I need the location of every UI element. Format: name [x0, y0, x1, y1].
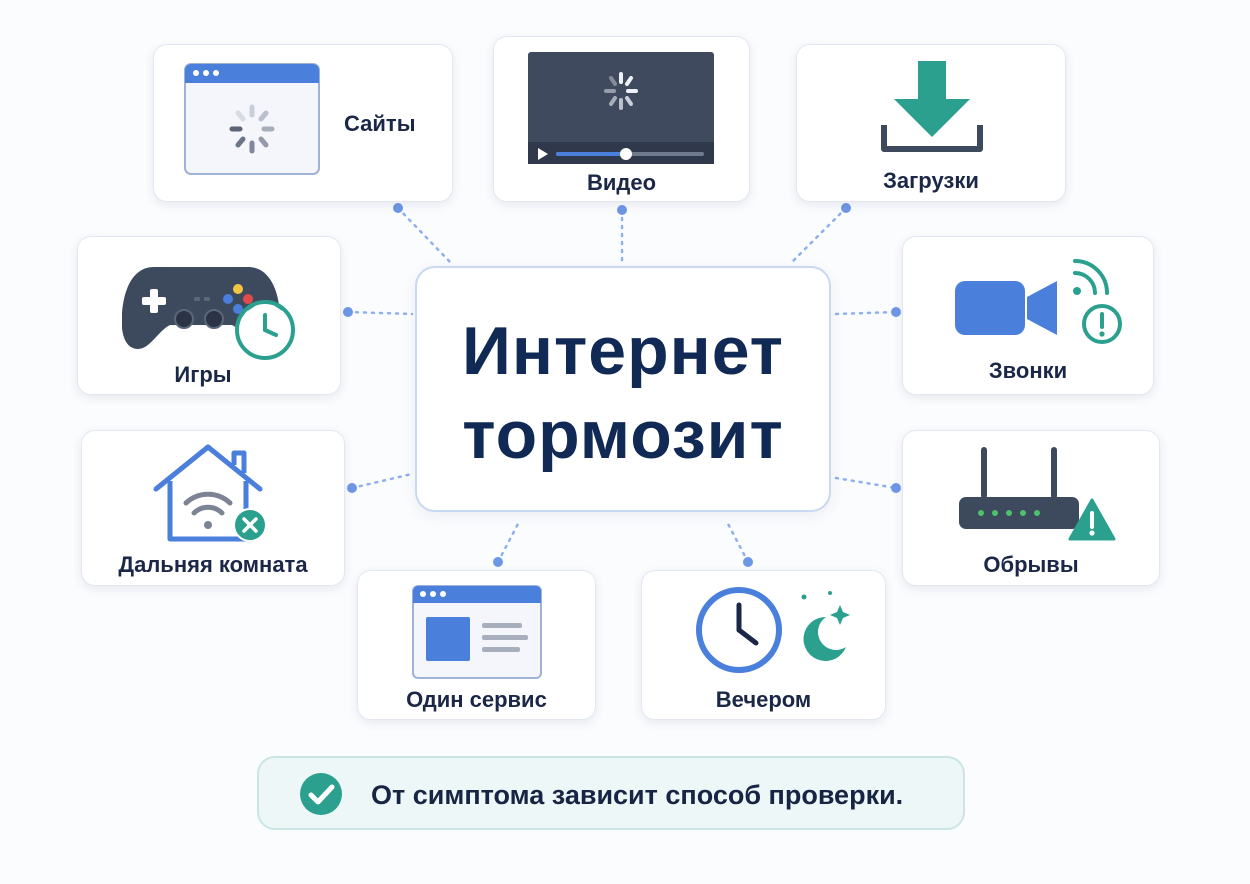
node-dropouts: Обрывы: [902, 430, 1160, 586]
center-title-line-2: тормозит: [462, 397, 784, 473]
warning-icon: [1068, 498, 1116, 541]
video-camera-icon: [955, 281, 1057, 335]
clock-icon: [696, 587, 782, 673]
node-one-service: Один сервис: [357, 570, 596, 720]
connector-dot: [891, 307, 901, 317]
footer-note: От симптома зависит способ проверки.: [257, 756, 965, 830]
check-circle-icon: [300, 773, 342, 815]
connector-dot: [493, 557, 503, 567]
node-games-label: Игры: [174, 362, 232, 387]
connector-dot: [347, 483, 357, 493]
node-sites-label: Сайты: [344, 111, 416, 136]
connector-dot: [841, 203, 851, 213]
video-player-icon: [528, 52, 714, 164]
center-title-line-1: Интернет: [462, 313, 784, 389]
close-icon: [233, 508, 267, 542]
moon-icon: [801, 591, 850, 661]
node-far-room-label: Дальняя комната: [118, 552, 308, 577]
connector-dot: [343, 307, 353, 317]
connector-dot: [617, 205, 627, 215]
node-video: Видео: [493, 36, 750, 202]
node-calls: Звонки: [902, 236, 1154, 395]
clock-icon: [235, 300, 295, 360]
node-games: Игры: [77, 236, 341, 395]
node-downloads-label: Загрузки: [883, 168, 979, 193]
node-evening-label: Вечером: [715, 687, 812, 712]
connector-dot: [891, 483, 901, 493]
node-video-label: Видео: [586, 170, 657, 195]
node-downloads: Загрузки: [796, 44, 1066, 202]
node-evening: Вечером: [641, 570, 886, 720]
download-icon: [881, 61, 983, 152]
alert-icon: [1082, 304, 1122, 344]
browser-loading-icon: [184, 63, 320, 175]
node-calls-label: Звонки: [988, 358, 1068, 383]
browser-window-icon: [412, 585, 542, 679]
connector-dot: [393, 203, 403, 213]
router-icon: [959, 447, 1079, 529]
center-node: Интернет тормозит: [415, 266, 831, 512]
node-sites: Сайты: [153, 44, 453, 202]
connector-dot: [743, 557, 753, 567]
node-far-room: Дальняя комната: [81, 430, 345, 586]
wifi-signal-icon: [1073, 259, 1109, 295]
node-one-service-label: Один сервис: [406, 687, 547, 712]
node-dropouts-label: Обрывы: [983, 552, 1079, 577]
footer-note-text: От симптома зависит способ проверки.: [371, 780, 904, 810]
